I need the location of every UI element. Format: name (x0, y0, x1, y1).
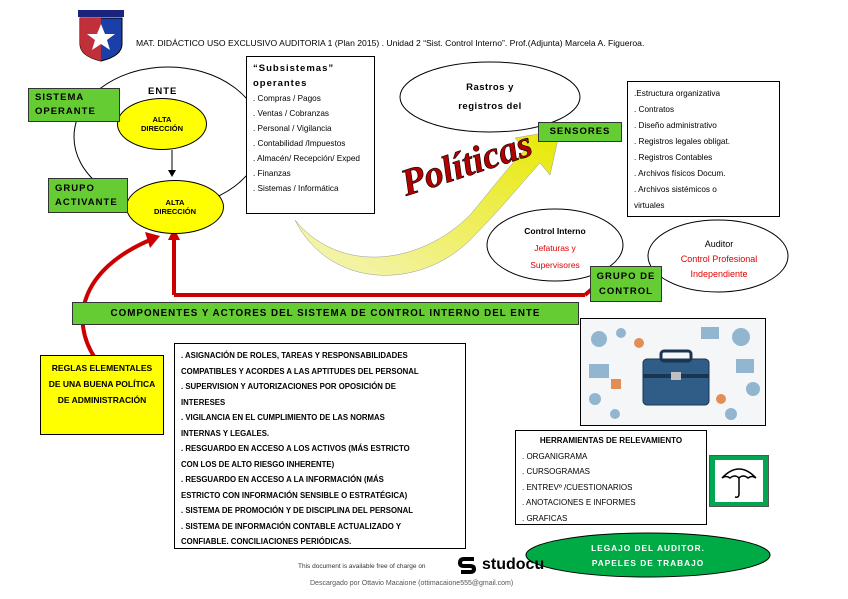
footer-available: This document is available free of charg… (298, 563, 426, 570)
rastros-text: Rastros y registros del (420, 78, 560, 116)
componentes-banner: COMPONENTES Y ACTORES DEL SISTEMA DE CON… (72, 302, 579, 325)
alta-direccion-bottom: ALTA DIRECCIÓN (126, 180, 224, 234)
auditor-text: Auditor Control Profesional Independient… (660, 237, 778, 282)
grupo-control-label: GRUPO DE CONTROL (590, 266, 662, 302)
subsistemas-box: “Subsistemas” operantes . Compras / Pago… (246, 56, 375, 214)
politicas-text: Políticas (395, 123, 537, 205)
auditing-illustration (580, 318, 766, 426)
reglas-list-box: . ASIGNACIÓN DE ROLES, TAREAS Y RESPONSA… (174, 343, 466, 549)
ente-title: ENTE (148, 86, 177, 97)
footer-downloaded: Descargado por Ottavio Macaione (ottimac… (310, 580, 513, 587)
studocu-brand[interactable]: studocu (482, 556, 544, 574)
umbrella-icon (709, 455, 769, 507)
reglas-box: REGLAS ELEMENTALES DE UNA BUENA POLÍTICA… (40, 355, 164, 435)
grupo-activante-label: GRUPO ACTIVANTE (48, 178, 128, 213)
legajo-text: LEGAJO DEL AUDITOR. PAPELES DE TRABAJO (560, 541, 736, 571)
alta-direccion-top: ALTA DIRECCIÓN (117, 98, 207, 150)
registros-box: .Estructura organizativa . Contratos . D… (627, 81, 780, 217)
sistema-operante-label: SISTEMA OPERANTE (28, 88, 120, 122)
sensores-label: SENSORES (538, 122, 622, 142)
herramientas-box: HERRAMIENTAS DE RELEVAMIENTO . ORGANIGRA… (515, 430, 707, 525)
studocu-logo-icon (458, 555, 478, 575)
